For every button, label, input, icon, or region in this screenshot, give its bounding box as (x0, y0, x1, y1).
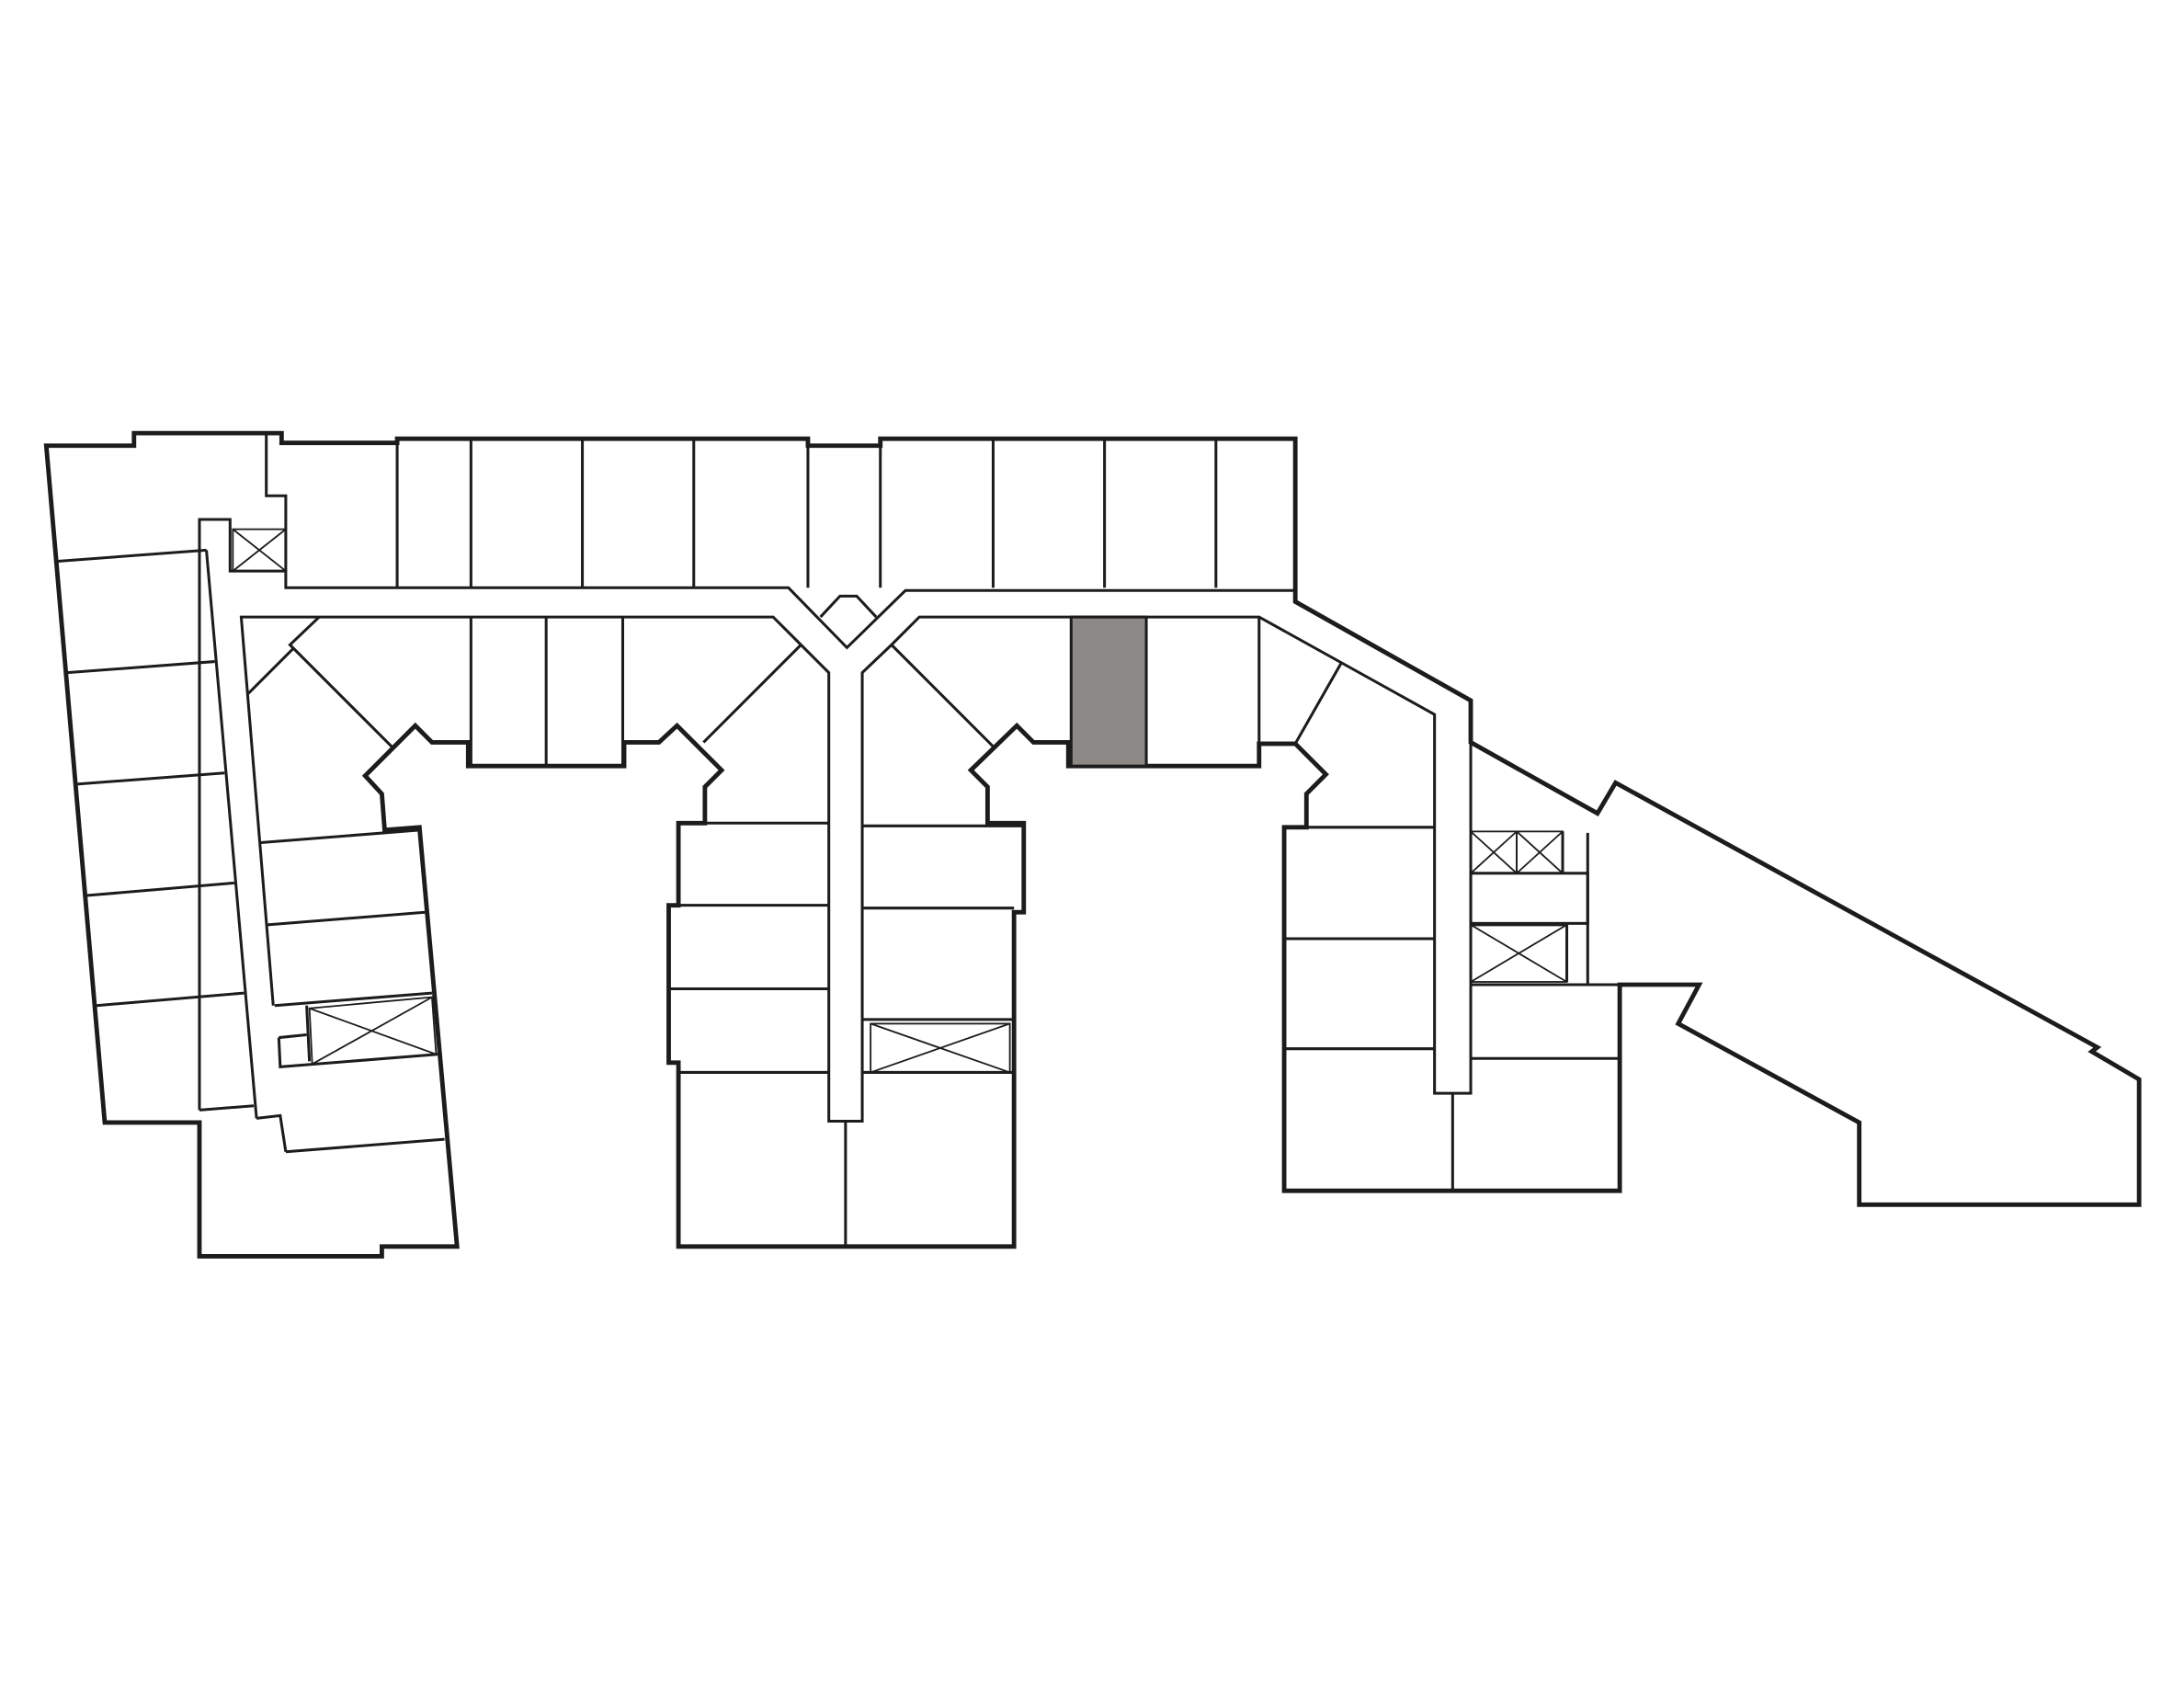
interior-walls (57, 433, 1621, 1247)
building-outline (43, 430, 2142, 1259)
highlighted-unit[interactable] (1069, 615, 1148, 768)
stair-elevator-symbols (232, 528, 1568, 1074)
